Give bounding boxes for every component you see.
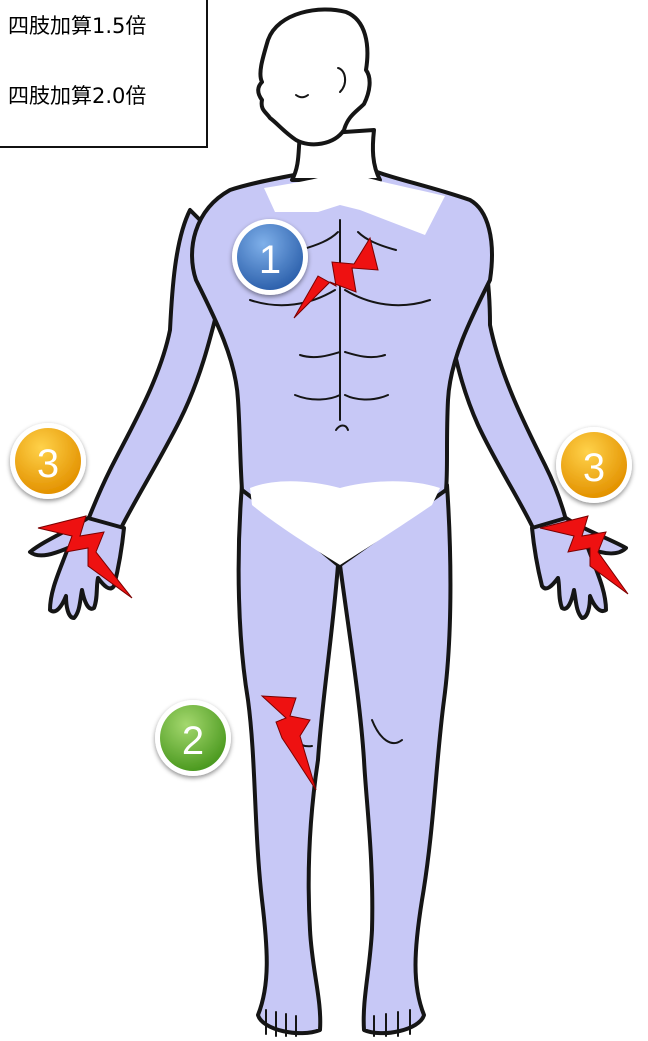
marker-3-left: 3 [556,427,632,503]
marker-2-label: 2 [182,719,204,763]
marker-1: 1 [232,219,308,295]
marker-3-right: 3 [10,423,86,499]
marker-2: 2 [155,700,231,776]
marker-3-left-label: 3 [583,446,605,490]
right-leg [340,485,450,1033]
legend-line-1: 四肢加算1.5倍 [8,10,146,40]
head [258,9,369,144]
legend-line-2: 四肢加算2.0倍 [8,80,146,110]
marker-1-label: 1 [259,238,281,282]
legend-box: 四肢加算1.5倍 四肢加算2.0倍 [0,0,208,148]
left-leg [239,485,338,1033]
marker-3-right-label: 3 [37,442,59,486]
